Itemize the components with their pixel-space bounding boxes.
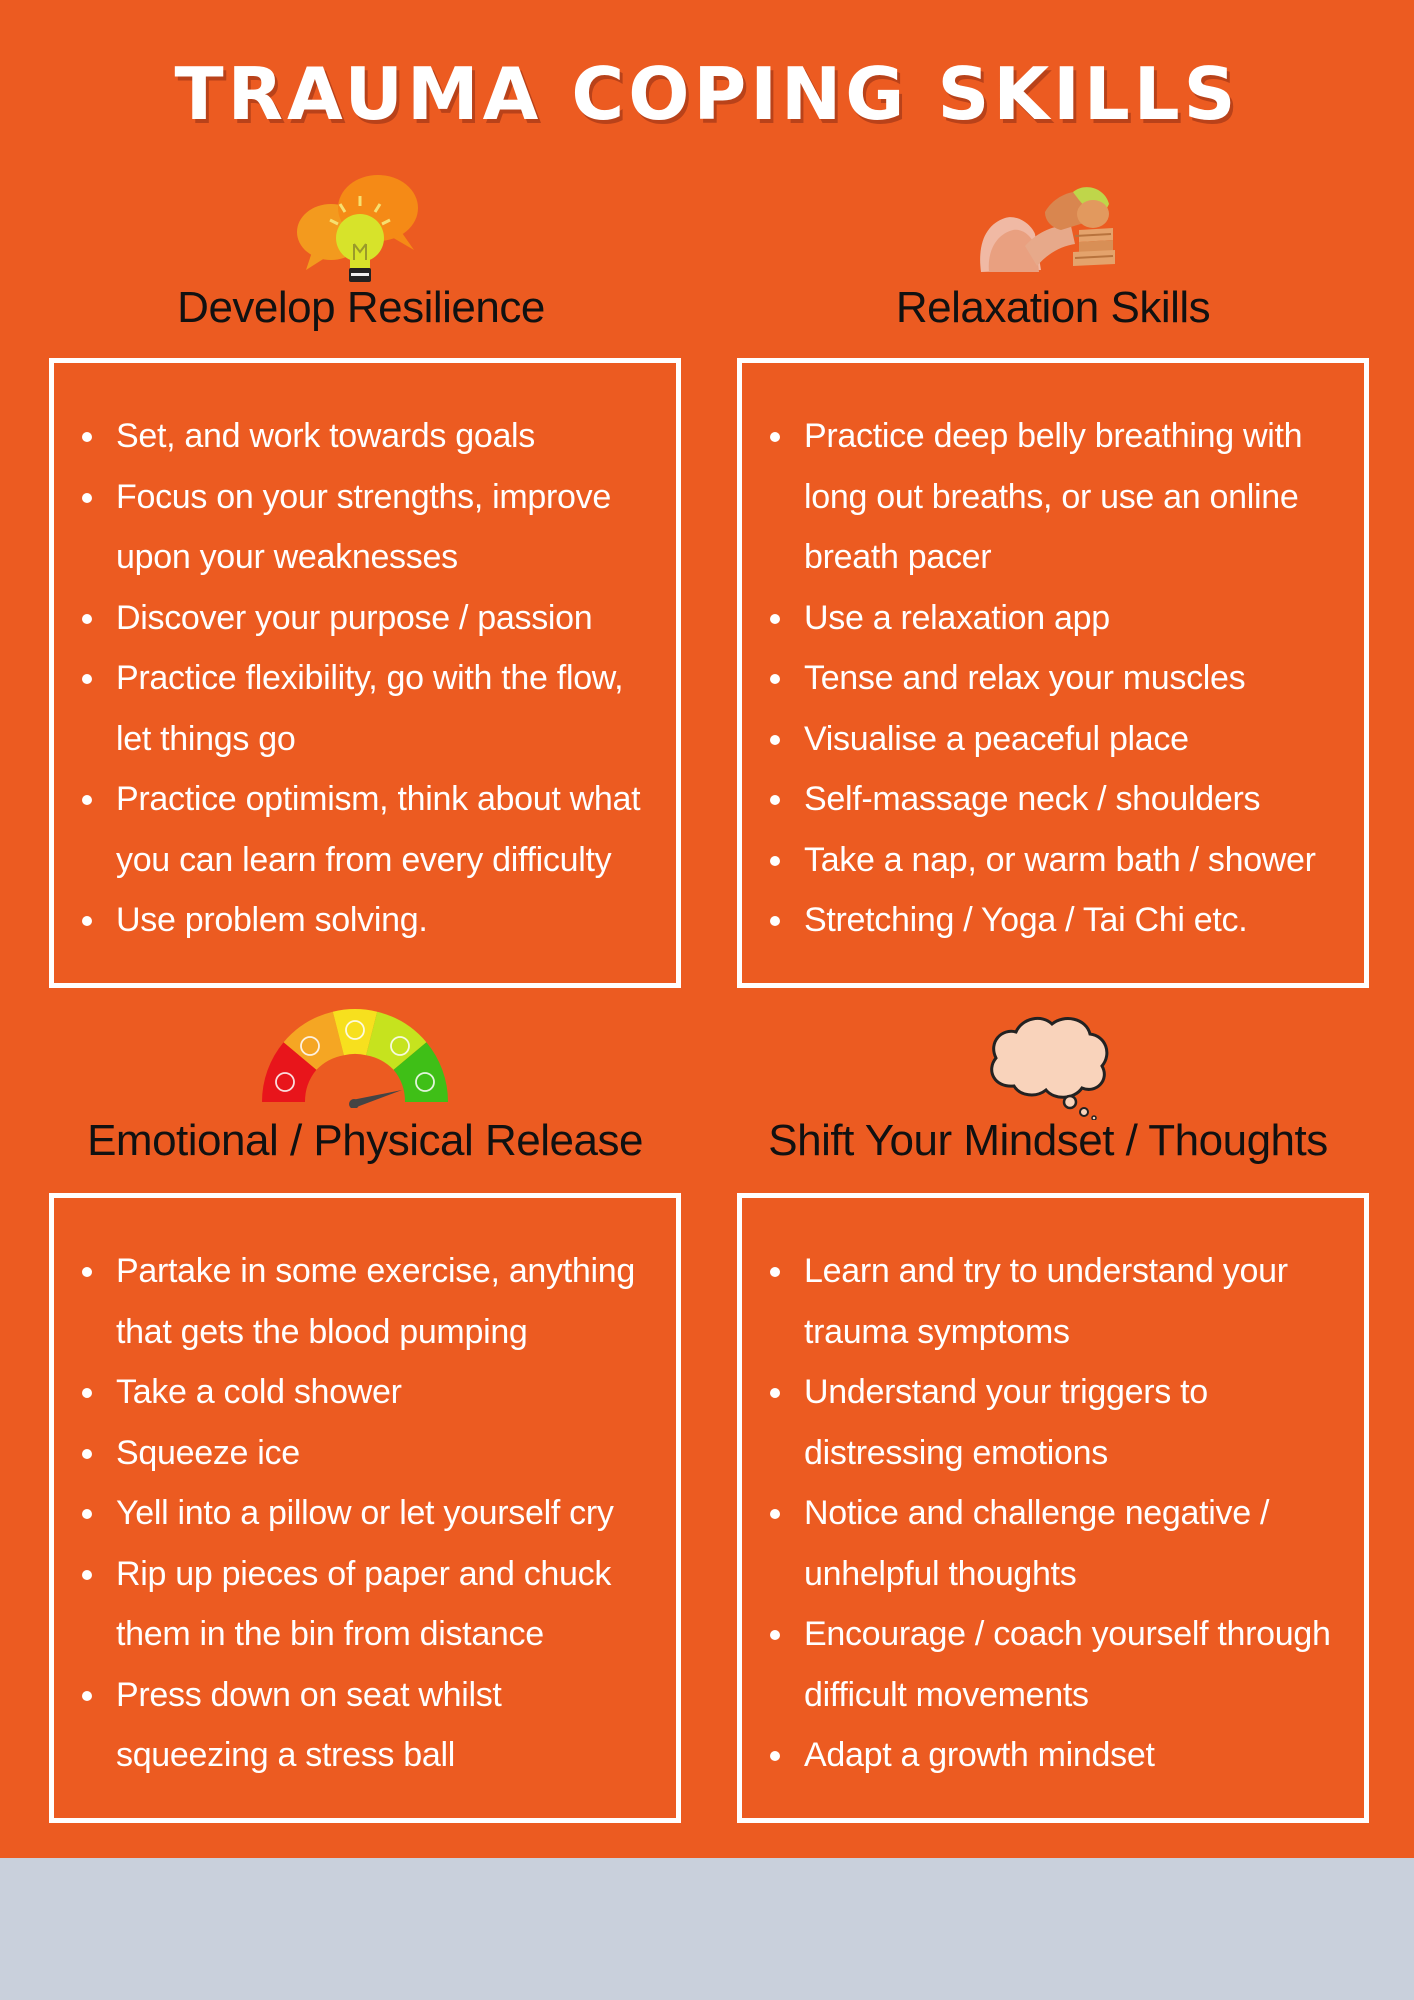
list-item: Practice deep belly breathing with long … — [770, 406, 1346, 588]
spa-massage-icon — [980, 187, 1115, 272]
emotional-physical-release-list: Partake in some exercise, anything that … — [54, 1198, 676, 1786]
list-item: Notice and challenge negative / unhelpfu… — [770, 1483, 1346, 1604]
mood-gauge-icon — [261, 1009, 449, 1108]
card-relaxation-skills: Practice deep belly breathing with long … — [737, 358, 1369, 988]
list-item: Set, and work towards goals — [82, 406, 658, 467]
section-heading-emotional-physical-release: Emotional / Physical Release — [87, 1116, 643, 1165]
relaxation-skills-list: Practice deep belly breathing with long … — [742, 363, 1364, 951]
list-item: Yell into a pillow or let yourself cry — [82, 1483, 658, 1544]
list-item: Visualise a peaceful place — [770, 709, 1346, 770]
section-heading-develop-resilience: Develop Resilience — [177, 283, 545, 332]
list-item: Focus on your strengths, improve upon yo… — [82, 467, 658, 588]
list-item: Use problem solving. — [82, 890, 658, 951]
lightbulb-speech-bubbles-icon — [297, 175, 418, 282]
list-item: Stretching / Yoga / Tai Chi etc. — [770, 890, 1346, 951]
list-item: Practice flexibility, go with the flow, … — [82, 648, 658, 769]
list-item: Rip up pieces of paper and chuck them in… — [82, 1544, 658, 1665]
list-item: Partake in some exercise, anything that … — [82, 1241, 658, 1362]
list-item: Adapt a growth mindset — [770, 1725, 1346, 1786]
shift-your-mindset-list: Learn and try to understand your trauma … — [742, 1198, 1364, 1786]
list-item: Practice optimism, think about what you … — [82, 769, 658, 890]
card-shift-your-mindset: Learn and try to understand your trauma … — [737, 1193, 1369, 1823]
thought-cloud-icon — [990, 1016, 1109, 1120]
section-heading-relaxation-skills: Relaxation Skills — [895, 283, 1211, 332]
card-develop-resilience: Set, and work towards goals Focus on you… — [49, 358, 681, 988]
list-item: Take a nap, or warm bath / shower — [770, 830, 1346, 891]
list-item: Encourage / coach yourself through diffi… — [770, 1604, 1346, 1725]
develop-resilience-list: Set, and work towards goals Focus on you… — [54, 363, 676, 951]
list-item: Self-massage neck / shoulders — [770, 769, 1346, 830]
list-item: Use a relaxation app — [770, 588, 1346, 649]
footer-band — [0, 1858, 1414, 2000]
list-item: Understand your triggers to distressing … — [770, 1362, 1346, 1483]
page-title: TRAUMA COPING SKILLS — [174, 52, 1240, 136]
list-item: Squeeze ice — [82, 1423, 658, 1484]
list-item: Take a cold shower — [82, 1362, 658, 1423]
list-item: Press down on seat whilst squeezing a st… — [82, 1665, 658, 1786]
card-emotional-physical-release: Partake in some exercise, anything that … — [49, 1193, 681, 1823]
list-item: Tense and relax your muscles — [770, 648, 1346, 709]
section-heading-shift-your-mindset: Shift Your Mindset / Thoughts — [768, 1116, 1328, 1165]
list-item: Discover your purpose / passion — [82, 588, 658, 649]
list-item: Learn and try to understand your trauma … — [770, 1241, 1346, 1362]
